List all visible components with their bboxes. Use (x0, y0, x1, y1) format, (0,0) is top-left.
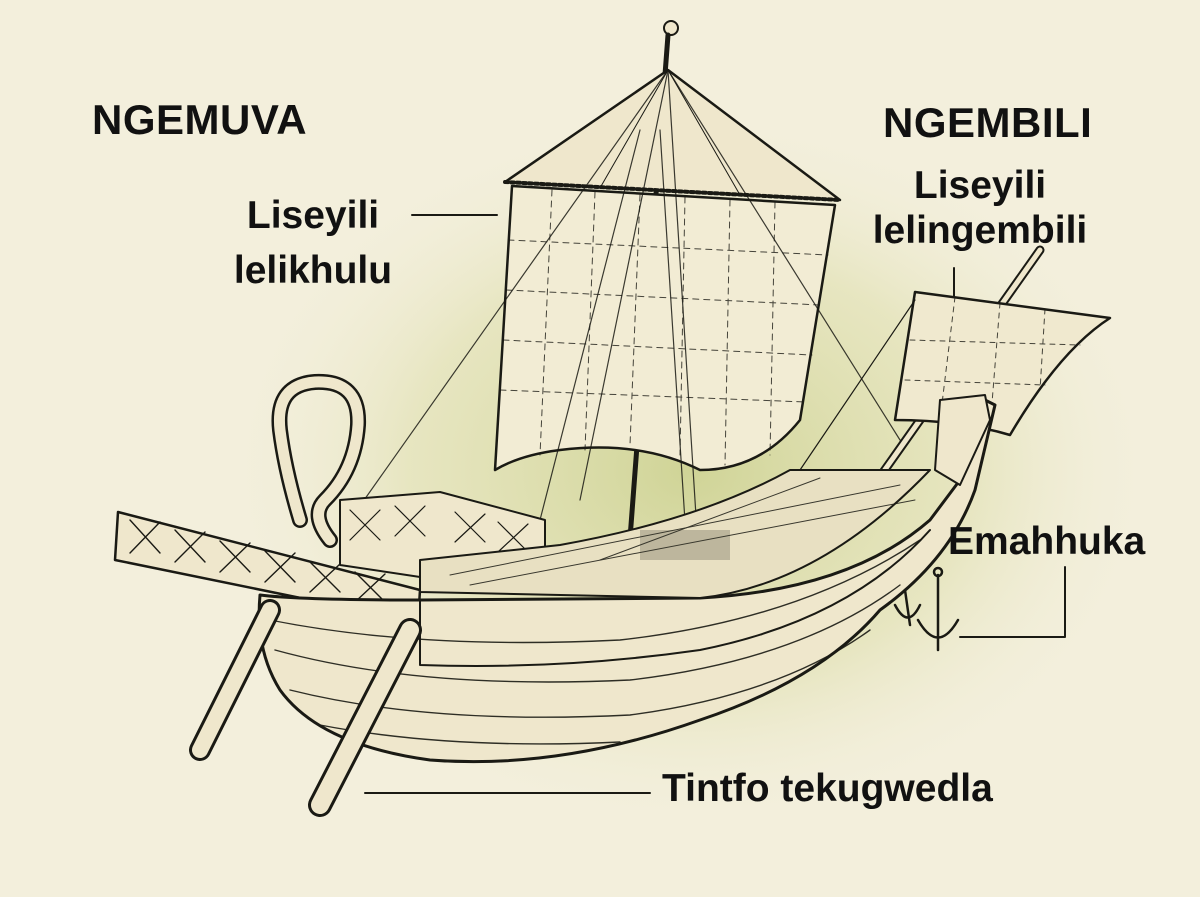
deck (419, 469, 931, 599)
steering-oar-right (308, 618, 422, 817)
leader-lines (364, 214, 1066, 794)
fore-sail (893, 290, 1112, 437)
anchor-graphics (893, 566, 960, 652)
mainsail-label: Liseyili lelikhulu (215, 194, 411, 293)
front-direction-label: NGEMUVA (92, 96, 308, 143)
back-direction-label: NGEMBILI (883, 99, 1093, 146)
steering-oars-label: Tintfo tekugwedla (662, 767, 993, 810)
anchors-label: Emahhuka (948, 520, 1146, 563)
steering-oar-left (189, 599, 281, 761)
mast-top-ball (663, 20, 679, 36)
foresail-label: Liseyili lelingembili (840, 164, 1120, 253)
main-sail (493, 184, 837, 472)
mainsail-label-line1: Liseyili (246, 194, 380, 237)
bow-post (934, 394, 991, 486)
mainsail-label-line2: lelikhulu (233, 248, 393, 292)
foresail-label-line2: lelingembili (872, 208, 1088, 252)
foresail-label-line1: Liseyili (913, 164, 1047, 207)
